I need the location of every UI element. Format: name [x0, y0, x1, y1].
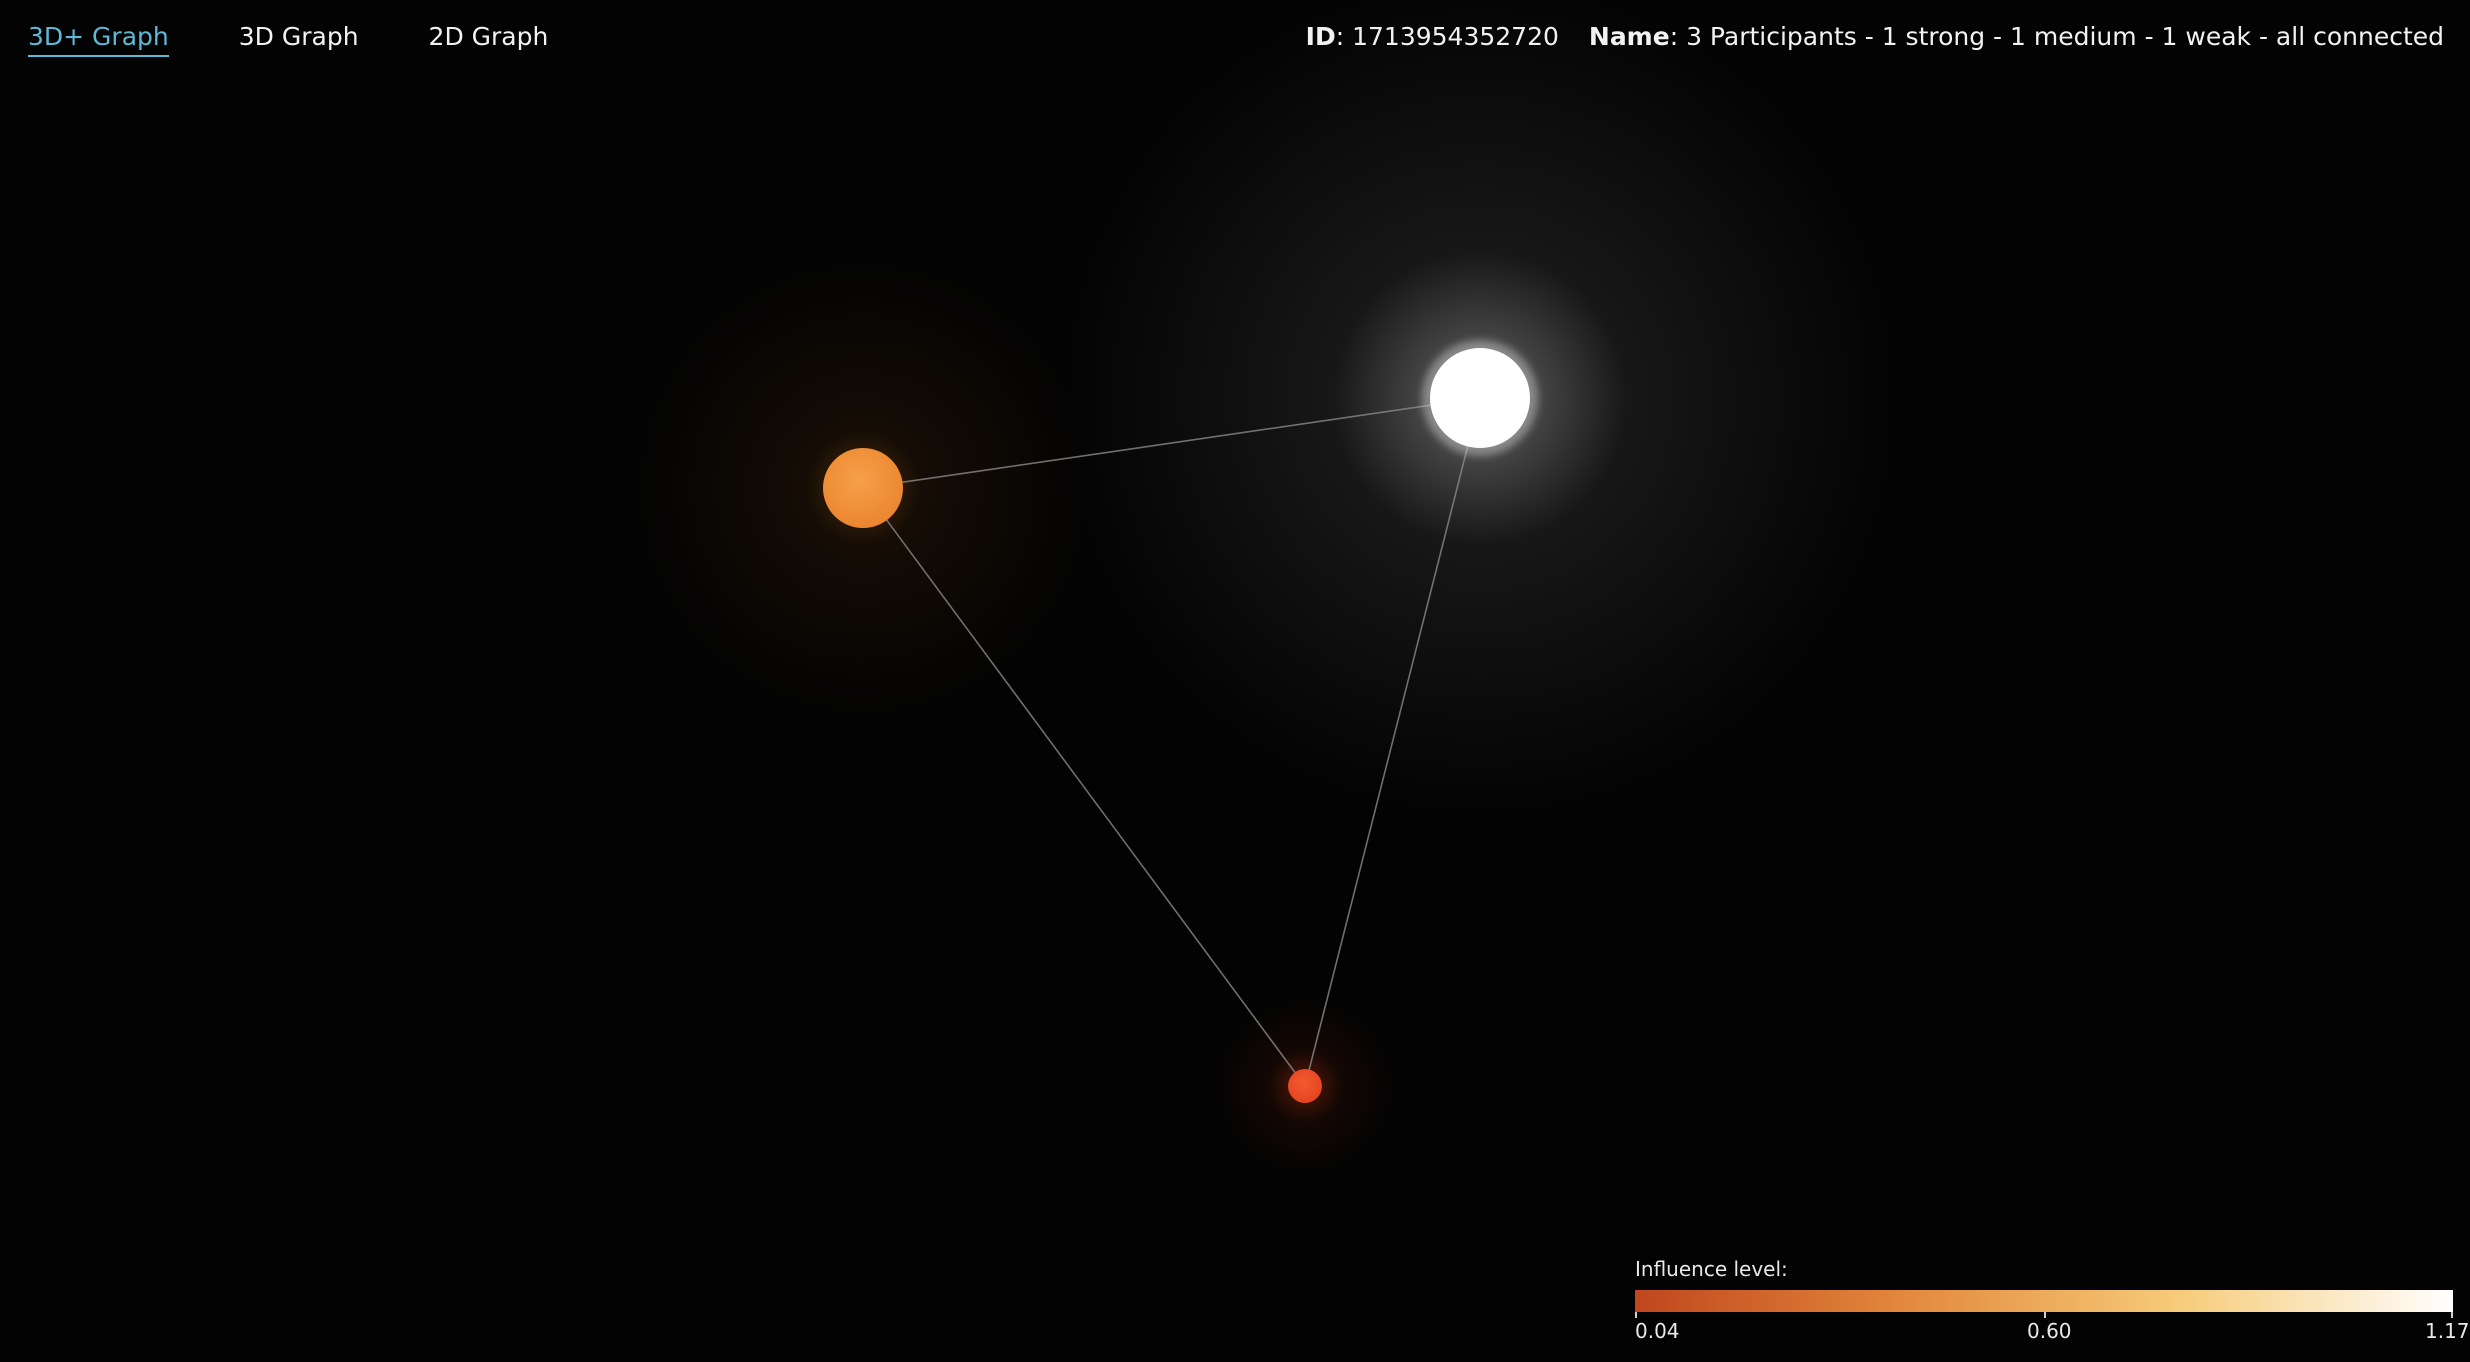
legend-tick-mid [2044, 1312, 2046, 1318]
tab-3d-plus-graph[interactable]: 3D+ Graph [28, 20, 169, 57]
strong-node[interactable] [1430, 348, 1530, 448]
legend-color-scale [1635, 1290, 2453, 1312]
edge-medium-weak [862, 487, 1306, 1087]
name-value: : 3 Participants - 1 strong - 1 medium -… [1669, 22, 2444, 51]
tab-2d-graph[interactable]: 2D Graph [428, 22, 549, 51]
tab-3d-graph[interactable]: 3D Graph [238, 22, 359, 51]
influence-legend: Influence level: 0.04 0.60 1.17 [1635, 1256, 2470, 1346]
legend-mid-label: 0.60 [2027, 1319, 2072, 1343]
id-value: : 1713954352720 [1335, 22, 1559, 51]
graph-info: ID: 1713954352720 Name: 3 Participants - … [1306, 20, 2444, 54]
view-tabs: 3D+ Graph 3D Graph 2D Graph [28, 20, 548, 57]
legend-min-label: 0.04 [1635, 1319, 1680, 1343]
legend-tick-min [1635, 1312, 1637, 1318]
weak-node[interactable] [1288, 1069, 1322, 1103]
legend-max-label: 1.17 [2425, 1319, 2470, 1343]
edge-medium-strong [862, 397, 1481, 489]
legend-tick-max [2451, 1312, 2453, 1318]
edge-strong-weak [1304, 397, 1481, 1087]
medium-node[interactable] [823, 448, 903, 528]
id-label: ID [1305, 22, 1336, 51]
name-label: Name [1588, 22, 1670, 51]
legend-title: Influence level: [1635, 1257, 1788, 1281]
